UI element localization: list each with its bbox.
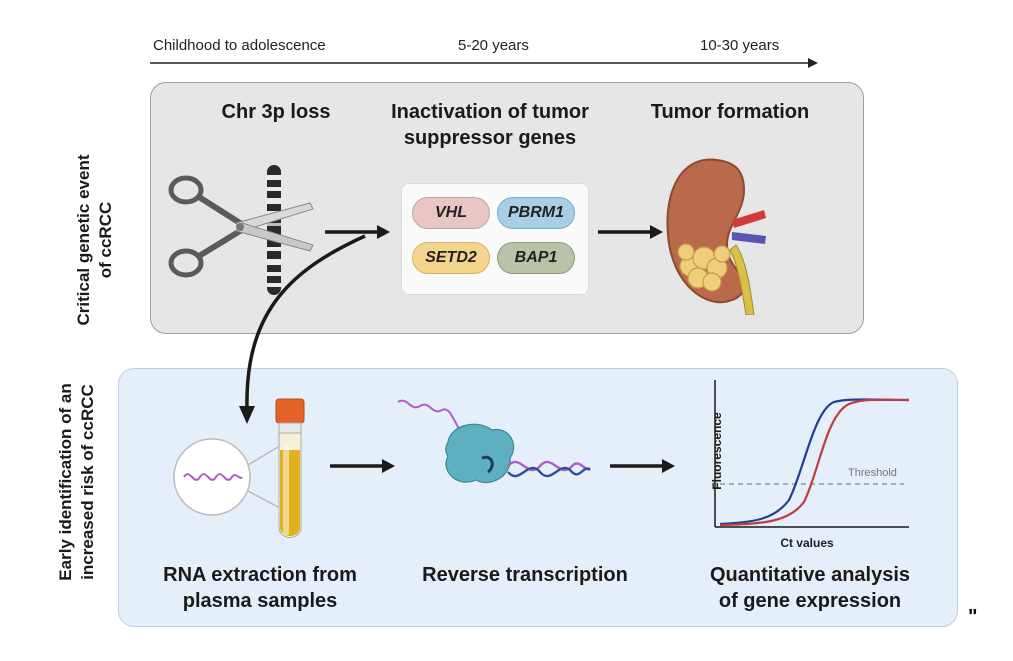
rna-extraction-illustration	[173, 398, 305, 538]
gene-pbrm1: PBRM1	[497, 197, 575, 229]
magnifier-circle	[173, 438, 251, 516]
step-tumor-formation-title: Tumor formation	[650, 101, 810, 123]
arrow-to-genes	[325, 225, 390, 239]
top-panel-side-label: Critical genetic event of ccRCC	[74, 154, 115, 326]
arrow-to-quantitative-analysis	[610, 459, 675, 473]
timeline-label-5-20: 5-20 years	[458, 37, 529, 54]
gene-setd2: SETD2	[412, 242, 490, 274]
stray-quote-mark: "	[968, 606, 978, 628]
scissors-icon	[168, 175, 314, 278]
timeline-label-childhood: Childhood to adolescence	[153, 37, 326, 54]
plot-xlabel: Ct values	[780, 536, 834, 550]
gene-vhl: VHL	[412, 197, 490, 229]
early-identification-panel	[118, 368, 958, 627]
curve-red	[719, 398, 910, 527]
gene-bap1: BAP1	[497, 242, 575, 274]
arrow-to-reverse-transcription	[330, 459, 395, 473]
scissors-chromosome-illustration	[168, 165, 314, 295]
bottom-panel-side-label: Early identification of an increased ris…	[56, 383, 97, 581]
curved-connector-arrow	[239, 234, 366, 424]
timeline-arrow	[150, 58, 818, 68]
reverse-transcriptase-icon	[397, 399, 591, 484]
step-inactivation-title: Inactivation of tumor suppressor genes	[391, 101, 589, 149]
threshold-label: Threshold	[848, 467, 897, 479]
timeline-label-10-30: 10-30 years	[700, 37, 780, 54]
curve-blue	[719, 398, 910, 526]
qpcr-amplification-plot: Threshold	[714, 380, 910, 528]
test-tube-icon	[275, 398, 305, 538]
step-reverse-transcription-title: Reverse transcription	[422, 564, 628, 586]
step-chr3p-loss-title: Chr 3p loss	[221, 101, 331, 123]
step-rna-extraction-title: RNA extraction from plasma samples	[163, 564, 357, 612]
step-quantitative-analysis-title: Quantitative analysis of gene expression	[709, 564, 911, 612]
kidney-tumor-icon	[666, 158, 766, 315]
arrow-to-tumor	[598, 225, 663, 239]
